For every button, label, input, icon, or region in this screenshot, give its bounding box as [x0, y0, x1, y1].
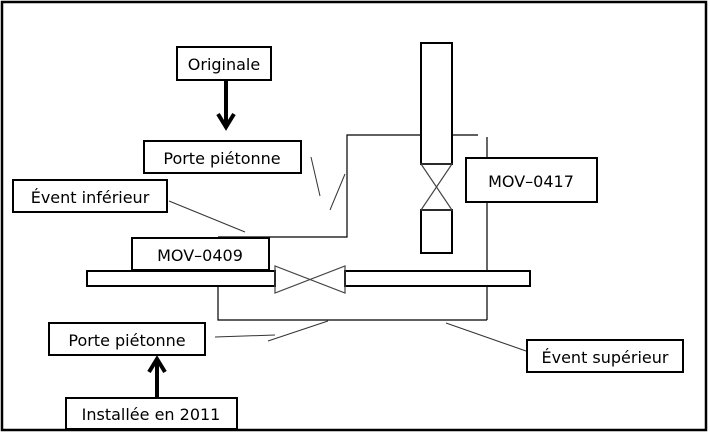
- label-event-inferieur: Évent inférieur: [12, 179, 168, 213]
- label-porte-pietonne-bottom: Porte piétonne: [48, 322, 206, 356]
- leader-line: [214, 334, 276, 338]
- label-text: Porte piétonne: [163, 149, 280, 168]
- label-event-superieur: Évent supérieur: [526, 339, 684, 373]
- arrowhead-icon: [216, 112, 236, 131]
- horizontal-pipe-right: [344, 270, 531, 287]
- leader-line: [445, 322, 527, 352]
- lower-loop-line: [217, 286, 487, 321]
- horizontal-pipe-left: [86, 270, 276, 287]
- label-text: Évent supérieur: [542, 348, 669, 367]
- label-mov-0409: MOV–0409: [131, 237, 270, 271]
- leader-line: [310, 156, 321, 197]
- arrowhead-icon: [147, 355, 167, 374]
- label-text: MOV–0409: [157, 246, 243, 265]
- label-text: MOV–0417: [488, 172, 574, 191]
- label-text: Évent inférieur: [31, 188, 150, 207]
- leader-line: [168, 200, 246, 233]
- vertical-pipe-upper: [420, 42, 453, 165]
- label-porte-pietonne-top: Porte piétonne: [143, 140, 302, 174]
- label-text: Installée en 2011: [82, 405, 221, 424]
- label-text: Originale: [188, 55, 260, 74]
- upper-vent-line: [218, 134, 478, 238]
- vertical-pipe-lower: [420, 209, 453, 254]
- leader-line: [329, 173, 346, 211]
- label-originale: Originale: [176, 46, 272, 81]
- vertical-valve-icon: [419, 163, 454, 211]
- leader-line: [267, 320, 329, 342]
- label-text: Porte piétonne: [68, 331, 185, 350]
- label-mov-0417: MOV–0417: [465, 157, 598, 203]
- horizontal-valve-icon: [274, 265, 346, 294]
- label-installee: Installée en 2011: [65, 397, 238, 430]
